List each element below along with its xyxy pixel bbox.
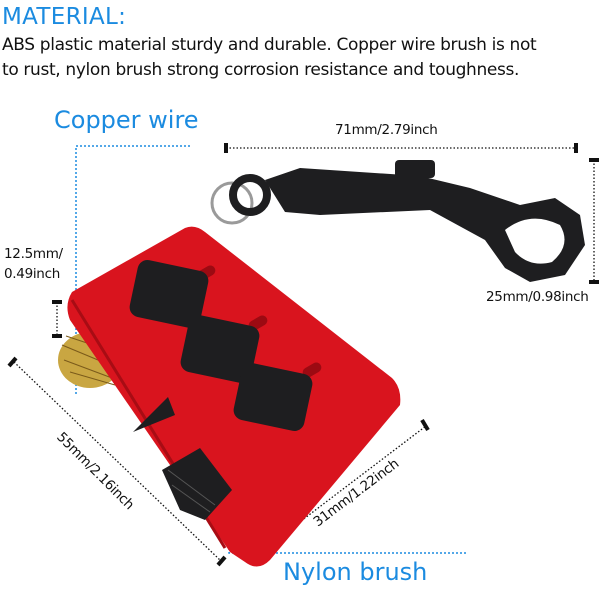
material-description-line-2: to rust, nylon brush strong corrosion re… bbox=[2, 60, 520, 80]
nylon-brush-label: Nylon brush bbox=[283, 558, 428, 586]
pad-1 bbox=[129, 260, 209, 328]
spike bbox=[133, 397, 175, 432]
hook-height-dimension: 25mm/0.98inch bbox=[486, 289, 589, 305]
thickness-dimension-line-1: 12.5mm/ bbox=[4, 246, 63, 262]
material-description-line-1: ABS plastic material sturdy and durable.… bbox=[2, 35, 537, 55]
pads bbox=[129, 260, 322, 431]
pad-3 bbox=[233, 363, 313, 431]
material-heading: MATERIAL: bbox=[2, 4, 127, 30]
thickness-dimension-line-2: 0.49inch bbox=[4, 266, 60, 282]
key-ring bbox=[210, 181, 254, 225]
dimension-lines bbox=[13, 147, 595, 562]
copper-wire-label: Copper wire bbox=[54, 106, 199, 134]
hook-length-dimension: 71mm/2.79inch bbox=[335, 122, 438, 138]
red-body bbox=[67, 226, 401, 567]
nylon-brush bbox=[162, 448, 232, 520]
pad-2 bbox=[180, 315, 260, 383]
hook-clip bbox=[210, 160, 585, 282]
